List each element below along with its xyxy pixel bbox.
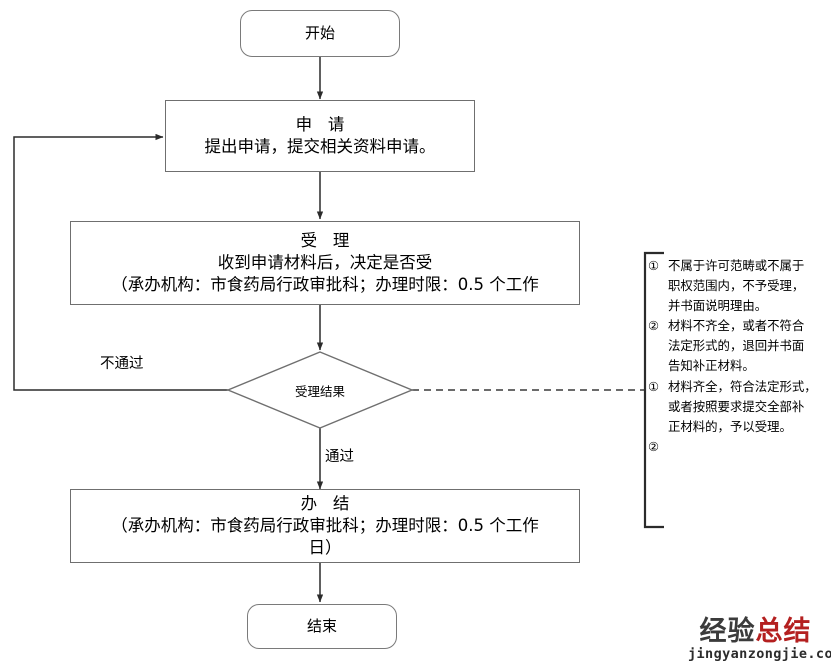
node-accept-line-1: 收到申请材料后，决定是否受 (217, 252, 433, 272)
note-item: ① 不属于许可范畴或不属于 职权范围内，不予受理， 并书面说明理由。 (648, 256, 826, 316)
node-finish-line-2: 日） (308, 538, 342, 558)
note-marker: ① (648, 258, 660, 273)
node-end[interactable]: 结束 (247, 604, 397, 649)
node-decision[interactable]: 受理结果 (228, 352, 412, 428)
note-text: 不属于许可范畴或不属于 职权范围内，不予受理， 并书面说明理由。 (668, 258, 805, 314)
node-apply-title: 申 请 (295, 114, 350, 134)
note-marker: ② (648, 438, 660, 454)
watermark: 经验总结 jingyanzongjie.com (688, 618, 831, 662)
node-apply[interactable]: 申 请 提出申请，提交相关资料申请。 (165, 100, 475, 172)
note-item: ② (648, 437, 826, 457)
note-marker: ② (648, 318, 660, 334)
edge-label-pass: 通过 (325, 449, 354, 465)
note-item: ① 材料齐全，符合法定形式， 或者按照要求提交全部补 正材料的，予以受理。 (648, 377, 826, 437)
watermark-title-dark: 经验 (699, 616, 756, 647)
edge-label-fail: 不通过 (100, 356, 144, 372)
node-apply-line-1: 提出申请，提交相关资料申请。 (204, 137, 436, 156)
note-item: ② 材料不齐全，或者不符合 法定形式的，退回并书面 告知补正材料。 (648, 316, 826, 376)
node-start[interactable]: 开始 (240, 10, 400, 57)
note-text: 材料不齐全，或者不符合 法定形式的，退回并书面 告知补正材料。 (668, 318, 805, 374)
node-start-label: 开始 (304, 24, 335, 43)
node-accept[interactable]: 受 理 收到申请材料后，决定是否受 （承办机构：市食药局行政审批科；办理时限：0… (70, 221, 580, 305)
watermark-title-red: 总结 (755, 616, 812, 647)
watermark-domain: jingyanzongjie.com (688, 646, 831, 662)
node-finish-title: 办 结 (300, 493, 355, 513)
note-text: 材料齐全，符合法定形式， 或者按照要求提交全部补 正材料的，予以受理。 (668, 378, 817, 434)
node-finish[interactable]: 办 结 （承办机构：市食药局行政审批科；办理时限：0.5 个工作 日） (70, 489, 580, 563)
node-accept-line-2: （承办机构：市食药局行政审批科；办理时限：0.5 个工作 (111, 275, 539, 295)
node-decision-label: 受理结果 (294, 383, 345, 399)
note-marker: ① (648, 378, 660, 394)
watermark-title: 经验总结 (688, 618, 823, 645)
node-finish-line-1: （承办机构：市食药局行政审批科；办理时限：0.5 个工作 (111, 515, 539, 535)
node-end-label: 结束 (306, 617, 337, 636)
node-accept-title: 受 理 (300, 230, 355, 250)
notes-panel: ① 不属于许可范畴或不属于 职权范围内，不予受理， 并书面说明理由。 ② 材料不… (648, 256, 826, 457)
